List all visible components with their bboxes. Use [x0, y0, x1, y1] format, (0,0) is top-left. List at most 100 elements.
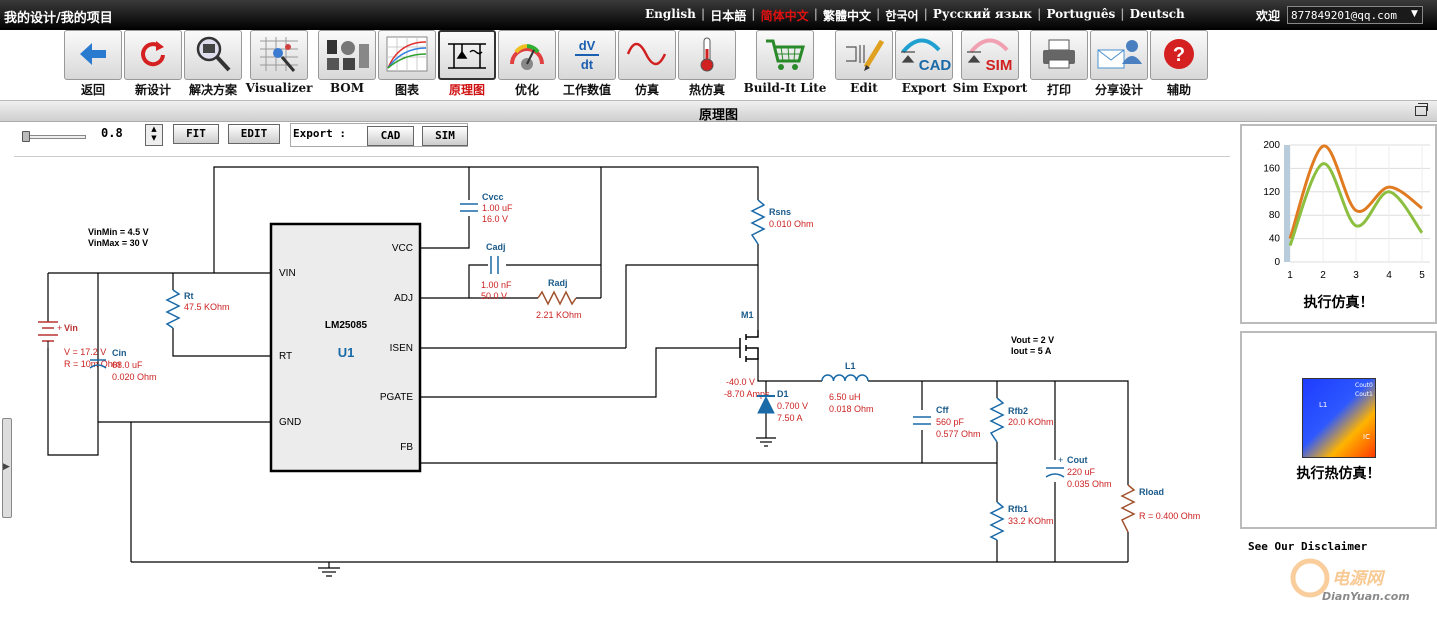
run-thermal-label[interactable]: 执行热仿真！	[1296, 466, 1381, 482]
expand-arrow-icon[interactable]: ▶	[3, 462, 10, 472]
thermal-thumbnail[interactable]: L1 IC Cout0 Cout1	[1302, 378, 1376, 458]
toolbar-button[interactable]	[678, 30, 736, 80]
toolbar-button-label[interactable]: 新设计	[134, 83, 171, 97]
toolbar-button[interactable]	[618, 30, 676, 80]
thermal-panel[interactable]: L1 IC Cout0 Cout1 执行热仿真！	[1240, 331, 1437, 529]
cad-text: CAD	[919, 57, 951, 74]
toolbar-button[interactable]	[756, 30, 814, 80]
restore-window-icon[interactable]	[1415, 103, 1428, 116]
toolbar-button[interactable]	[438, 30, 496, 80]
toolbar-button[interactable]	[498, 30, 556, 80]
series-line-1	[1288, 162, 1424, 247]
cff-capacitor[interactable]	[913, 416, 931, 425]
toolbar-button-label[interactable]: 优化	[514, 83, 539, 97]
edit-button[interactable]: EDIT	[228, 124, 280, 144]
toolbar-button[interactable]: CAD	[895, 30, 953, 80]
toolbar-button-label[interactable]: Visualizer	[245, 81, 313, 95]
run-simulation-label[interactable]: 执行仿真！	[1303, 295, 1374, 311]
section-header: 原理图	[0, 100, 1437, 123]
toolbar-button-label[interactable]: Sim Export	[952, 81, 1028, 95]
zoom-slider-handle[interactable]	[22, 131, 30, 142]
language-separator: |	[751, 7, 756, 21]
d1-diode[interactable]	[757, 395, 775, 414]
zoom-stepper[interactable]: ▲▼	[145, 124, 163, 146]
cin-value: 68.0 uF	[112, 360, 143, 370]
toolbar-button[interactable]	[250, 30, 308, 80]
language-option[interactable]: 简体中文	[760, 9, 809, 23]
radj-resistor[interactable]	[537, 290, 577, 306]
zoom-slider[interactable]	[22, 135, 86, 139]
y-tick-label: 80	[1269, 210, 1281, 221]
schematic-canvas[interactable]: LM25085 U1 VIN RT GND VCC ADJ ISEN PGATE…	[0, 160, 1232, 615]
toolbar-button-label[interactable]: 原理图	[448, 83, 485, 97]
toolbar-button[interactable]	[378, 30, 436, 80]
toolbar-button-label[interactable]: Export	[901, 81, 947, 95]
language-option[interactable]: Русский язык	[932, 7, 1033, 21]
chevron-down-icon[interactable]: ▼	[1411, 9, 1418, 19]
toolbar-button[interactable]	[64, 30, 122, 80]
rfb2-resistor[interactable]	[989, 397, 1005, 443]
ic-lm25085[interactable]	[269, 222, 422, 473]
fit-button[interactable]: FIT	[173, 124, 219, 144]
cin-capacitor[interactable]	[89, 359, 107, 369]
rload-resistor[interactable]	[1120, 484, 1136, 533]
toolbar-button[interactable]: ?	[1150, 30, 1208, 80]
toolbar-button-label[interactable]: 图表	[394, 83, 419, 97]
toolbar-button-label[interactable]: 返回	[80, 83, 105, 97]
vin-source[interactable]	[38, 321, 58, 348]
language-option[interactable]: Deutsch	[1129, 7, 1185, 21]
toolbar-button-label[interactable]: 辅助	[1166, 83, 1191, 97]
toolbar-button[interactable]	[835, 30, 893, 80]
rsns-resistor[interactable]	[750, 199, 766, 245]
m1-mosfet[interactable]	[739, 330, 759, 362]
cart-icon	[763, 35, 807, 76]
rt-resistor[interactable]	[165, 289, 181, 329]
toolbar-button[interactable]	[1030, 30, 1088, 80]
rsns-name: Rsns	[769, 207, 791, 217]
rfb1-value: 33.2 KOhm	[1008, 516, 1054, 526]
toolbar-button-label[interactable]: 分享设计	[1094, 83, 1143, 97]
toolbar-button[interactable]	[124, 30, 182, 80]
toolbar-button-label[interactable]: Build-It Lite	[743, 81, 827, 95]
breadcrumb[interactable]: 我的设计/我的项目	[4, 11, 113, 26]
toolbar-button[interactable]	[1090, 30, 1148, 80]
toolbar-button[interactable]: SIM	[961, 30, 1019, 80]
cvcc-value: 1.00 uF	[482, 203, 513, 213]
toolbar-button-label[interactable]: 仿真	[634, 83, 659, 97]
rfb1-resistor[interactable]	[989, 501, 1005, 541]
toolbar-button[interactable]	[184, 30, 242, 80]
toolbar-button-label[interactable]: 解决方案	[188, 83, 237, 97]
d1-voltage: 0.700 V	[777, 401, 808, 411]
l1-inductor[interactable]	[821, 374, 869, 382]
x-tick-label: 2	[1320, 270, 1326, 281]
language-option[interactable]: 繁體中文	[823, 9, 872, 23]
toolbar-button-label[interactable]: 打印	[1046, 83, 1071, 97]
y-tick-label: 160	[1263, 163, 1280, 174]
toolbar-button-label[interactable]: 工作数值	[562, 83, 611, 97]
thumb-cout-label: Cout0	[1355, 382, 1373, 389]
language-option[interactable]: 한국어	[885, 9, 919, 23]
export-cad-button[interactable]: CAD	[367, 126, 414, 146]
cin-esr: 0.020 Ohm	[112, 372, 157, 382]
language-option[interactable]: English	[645, 7, 696, 21]
radj-name: Radj	[548, 278, 568, 288]
watermark-brand: 电源网	[1332, 569, 1386, 589]
toolbar-button-label[interactable]: 热仿真	[688, 83, 725, 97]
cout-capacitor[interactable]	[1045, 467, 1065, 478]
toolbar-button-label[interactable]: BOM	[329, 81, 365, 95]
disclaimer-link[interactable]: See Our Disclaimer	[1248, 540, 1368, 553]
x-tick-label: 1	[1287, 270, 1293, 281]
toolbar-button-label[interactable]: Edit	[850, 81, 878, 95]
export-sim-button[interactable]: SIM	[422, 126, 468, 146]
account-dropdown[interactable]: 877849201@qq.com	[1287, 6, 1423, 24]
cvcc-capacitor[interactable]	[460, 203, 478, 212]
side-panel-toggle[interactable]	[2, 418, 12, 518]
language-option[interactable]: 日本語	[710, 9, 747, 23]
language-option[interactable]: Português	[1046, 7, 1116, 21]
pin-fb: FB	[400, 442, 413, 453]
cvcc-voltage: 16.0 V	[482, 214, 508, 224]
toolbar-button[interactable]	[318, 30, 376, 80]
cadj-capacitor[interactable]	[490, 256, 499, 274]
